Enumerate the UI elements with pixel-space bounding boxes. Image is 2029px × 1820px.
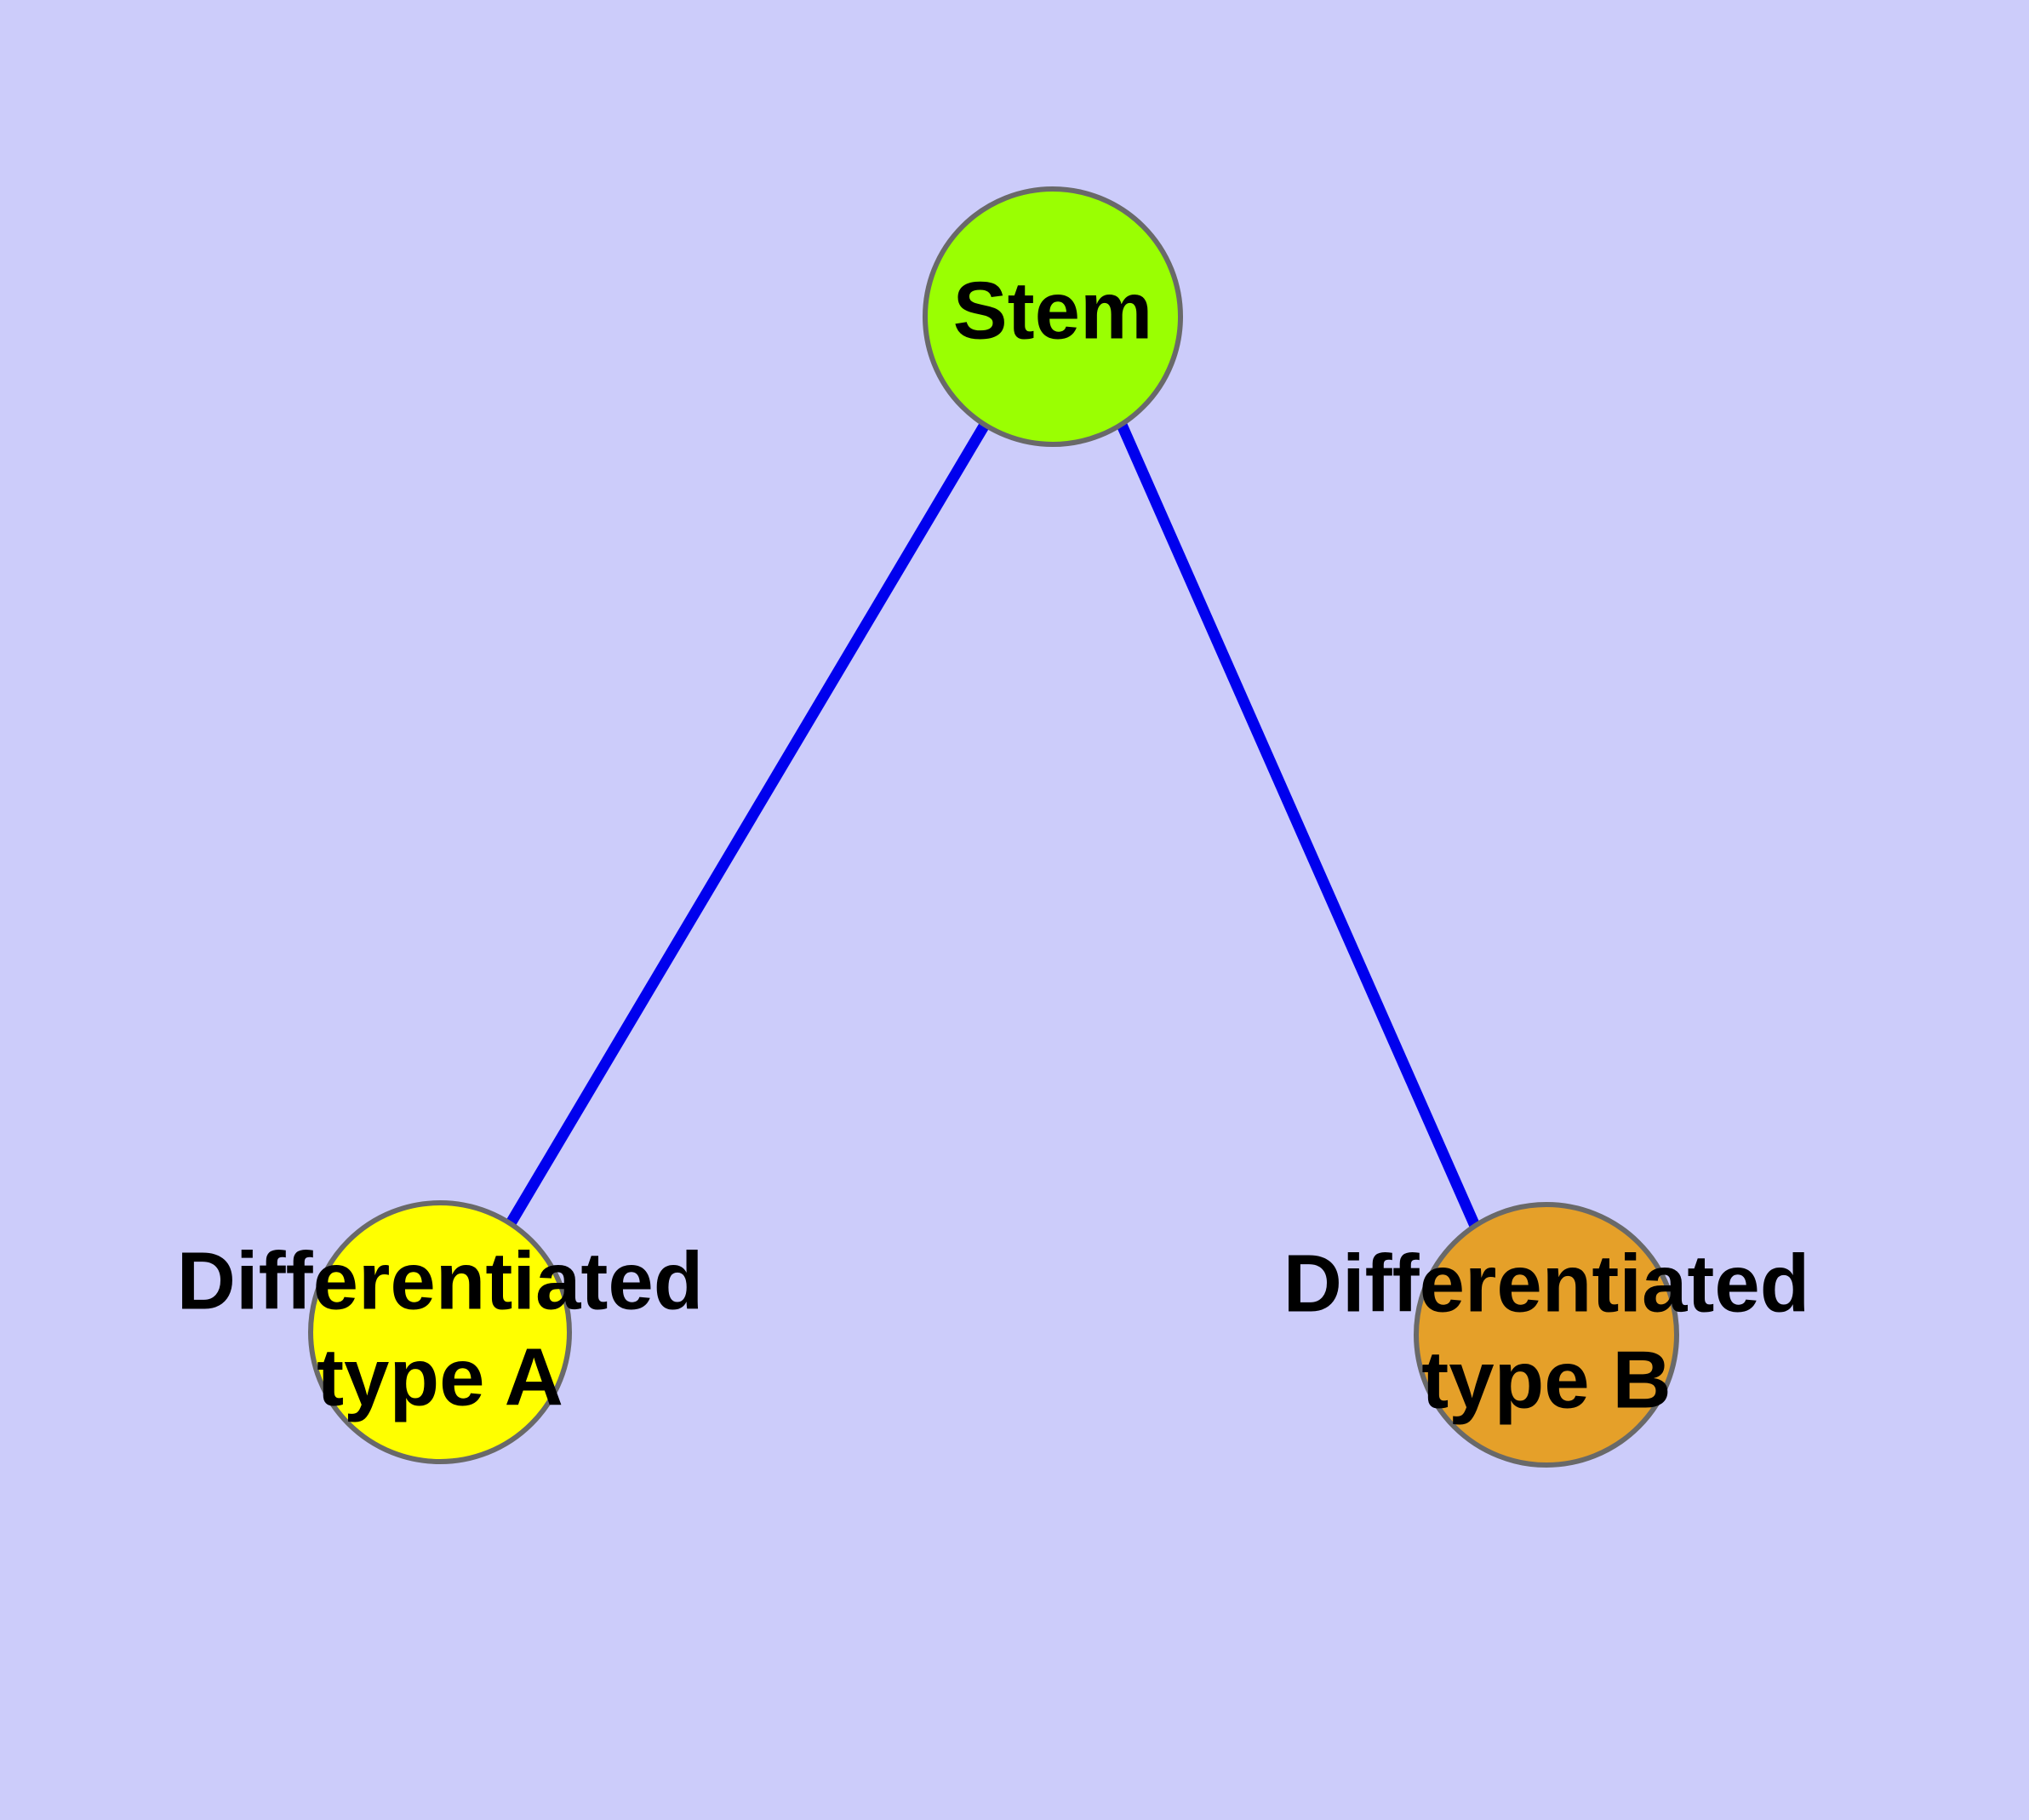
node-differentiated-type-b-circle[interactable] bbox=[1414, 1202, 1679, 1468]
edge-stem-to-differentiated-type-b[interactable] bbox=[1117, 422, 1480, 1228]
node-differentiated-type-b[interactable]: Differentiated type B bbox=[1283, 1202, 1810, 1468]
edge-layer bbox=[506, 421, 1480, 1228]
node-differentiated-type-a-label-line2: type A bbox=[317, 1331, 563, 1422]
node-differentiated-type-b-label-line2: type B bbox=[1421, 1334, 1671, 1425]
node-stem-label: Stem bbox=[953, 265, 1153, 356]
node-stem-circle[interactable] bbox=[923, 186, 1183, 447]
node-stem[interactable]: Stem bbox=[923, 186, 1183, 447]
node-differentiated-type-a-label-line1: Differentiated bbox=[177, 1235, 704, 1326]
edge-stem-to-differentiated-type-a[interactable] bbox=[506, 421, 990, 1227]
node-differentiated-type-a[interactable]: Differentiated type A bbox=[177, 1200, 704, 1464]
node-differentiated-type-b-label-line1: Differentiated bbox=[1283, 1238, 1810, 1329]
node-differentiated-type-a-circle[interactable] bbox=[308, 1200, 572, 1464]
